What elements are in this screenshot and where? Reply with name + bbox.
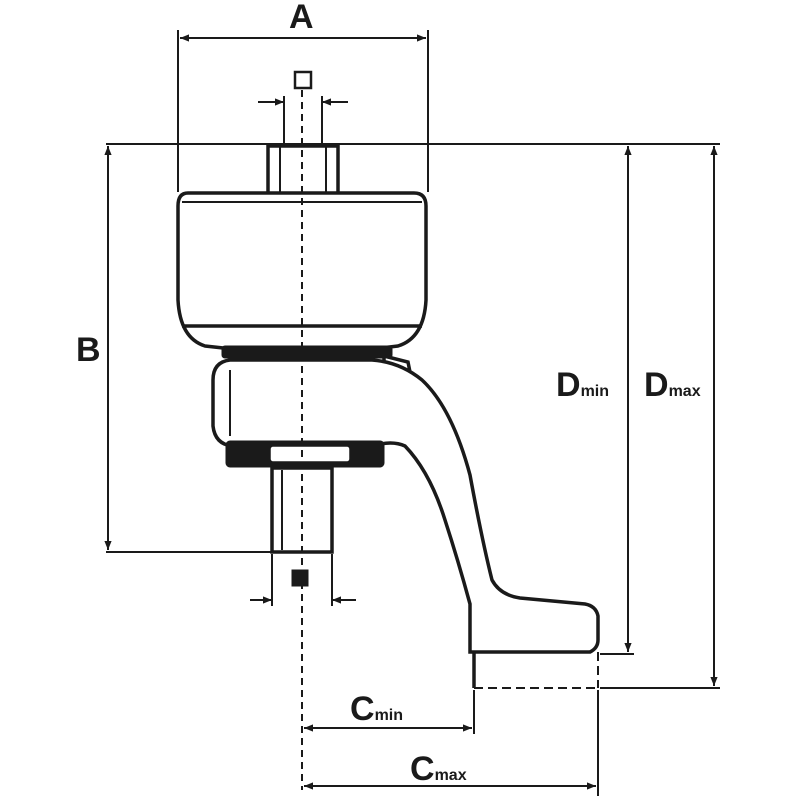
- label-b: B: [76, 331, 101, 369]
- dimension-output-square: [250, 554, 356, 606]
- tool-outline: [176, 78, 600, 790]
- dimension-d-max: Dmax: [600, 146, 720, 689]
- label-d-max: Dmax: [644, 366, 701, 404]
- label-c-max: Cmax: [410, 750, 467, 788]
- open-square-icon: [293, 70, 313, 90]
- filled-square-icon: [291, 569, 309, 587]
- dimension-a: A: [177, 0, 429, 192]
- label-c-min: Cmin: [350, 690, 403, 728]
- dimension-d-min: Dmin: [556, 146, 634, 655]
- dimension-c-max: Cmax: [304, 690, 599, 796]
- dimension-input-square: [258, 70, 348, 146]
- dimension-b: B: [76, 146, 272, 553]
- label-a: A: [289, 0, 314, 36]
- label-d-min: Dmin: [556, 366, 609, 404]
- dimension-c-min: Cmin: [304, 690, 475, 734]
